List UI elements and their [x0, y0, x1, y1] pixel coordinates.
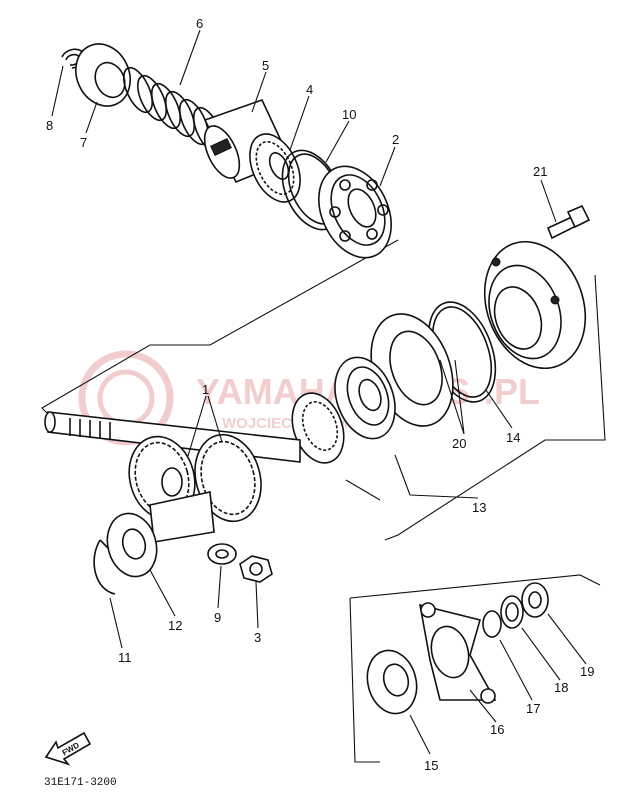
- lower-assembly: [349, 574, 601, 763]
- drawing-code: 31E171-3200: [44, 777, 117, 789]
- callout-21: 21: [533, 164, 547, 179]
- callouts: 1 2 3 4 5 6 7 8 9 10 11 12 13 14 15 16 1…: [46, 16, 594, 773]
- part-19-nut: [521, 582, 549, 618]
- part-11-circlip: [93, 539, 116, 595]
- callout-2: 2: [392, 132, 399, 147]
- callout-18: 18: [554, 680, 568, 695]
- part-3-nut: [239, 555, 273, 583]
- callout-16: 16: [490, 722, 504, 737]
- callout-12: 12: [168, 618, 182, 633]
- callout-10: 10: [342, 107, 356, 122]
- upper-assembly: [41, 43, 399, 419]
- part-15-bearing: [366, 649, 418, 715]
- callout-6: 6: [196, 16, 203, 31]
- inner-bearing: [334, 356, 396, 440]
- housing-assembly: [291, 240, 606, 541]
- splined-collar: [291, 392, 345, 464]
- part-7-washer: [75, 43, 131, 107]
- part-9-lockwasher: [207, 543, 237, 565]
- callout-8: 8: [46, 118, 53, 133]
- part-1-gear-shaft: [44, 411, 301, 543]
- part-4-gear: [249, 133, 301, 203]
- callout-13: 13: [472, 500, 486, 515]
- part-21-bolt: [546, 204, 591, 240]
- callout-15: 15: [424, 758, 438, 773]
- callout-3: 3: [254, 630, 261, 645]
- part-2-bearing: [318, 165, 392, 259]
- callout-4: 4: [306, 82, 313, 97]
- callout-5: 5: [262, 58, 269, 73]
- callout-11: 11: [118, 650, 132, 665]
- part-17-washer: [482, 610, 502, 638]
- watermark-tld: .PL: [484, 371, 540, 412]
- part-12-bearing: [106, 512, 158, 578]
- callout-14: 14: [506, 430, 520, 445]
- callout-19: 19: [580, 664, 594, 679]
- part-18-seal: [500, 595, 524, 629]
- fwd-arrow-icon: FWD: [44, 731, 92, 766]
- callout-7: 7: [80, 135, 87, 150]
- callout-1: 1: [202, 382, 209, 397]
- watermark-logo-inner: [97, 369, 155, 427]
- callout-20: 20: [452, 436, 466, 451]
- housing-cover: [483, 240, 587, 370]
- part-16-flange: [418, 602, 497, 704]
- callout-9: 9: [214, 610, 221, 625]
- callout-17: 17: [526, 701, 540, 716]
- leader-lines: [51, 29, 587, 755]
